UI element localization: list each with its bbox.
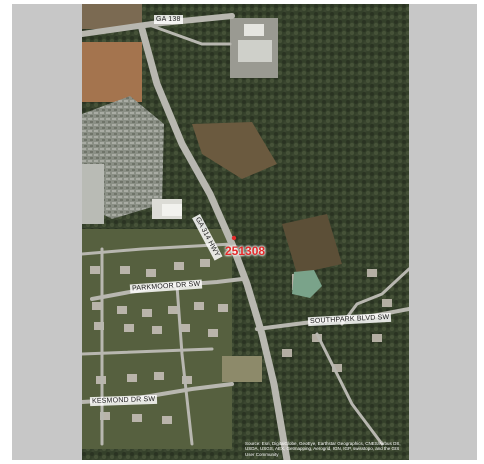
aerial-map[interactable]: GA 138 GA 314 HWY 251308 PARKMOOR DR SW …: [82, 4, 409, 460]
map-attribution: Source: Esri, DigitalGlobe, GeoEye, Eart…: [245, 440, 401, 457]
parcel-marker[interactable]: [231, 235, 237, 241]
parcel-id-label[interactable]: 251308: [225, 244, 266, 258]
road-label-ga138: GA 138: [154, 15, 183, 24]
aerial-imagery: [82, 4, 409, 460]
